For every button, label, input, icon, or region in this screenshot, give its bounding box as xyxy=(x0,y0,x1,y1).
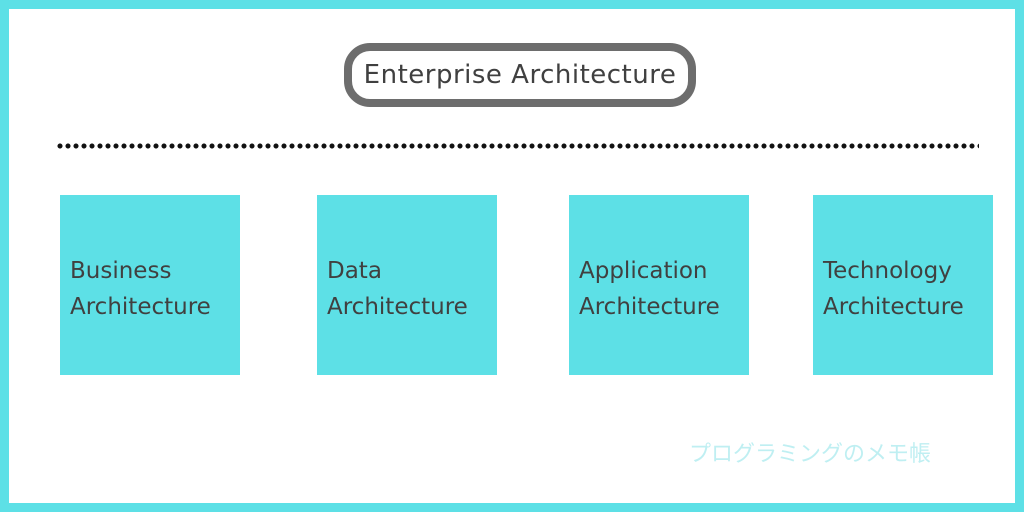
card-label-line1: Technology xyxy=(823,258,952,284)
card-label-line1: Business xyxy=(70,258,172,284)
watermark-text: プログラミングのメモ帳 xyxy=(689,442,932,467)
card-label-line2: Architecture xyxy=(823,294,964,320)
card-label-line2: Architecture xyxy=(70,294,211,320)
card-label-line1: Data xyxy=(327,258,382,284)
business-architecture-box: Business Architecture xyxy=(60,195,240,375)
card-label-line2: Architecture xyxy=(579,294,720,320)
enterprise-architecture-box: Enterprise Architecture xyxy=(344,43,696,107)
dotted-divider xyxy=(57,143,979,149)
technology-architecture-box: Technology Architecture xyxy=(813,195,993,375)
data-architecture-box: Data Architecture xyxy=(317,195,497,375)
diagram-title: Enterprise Architecture xyxy=(363,60,677,90)
application-architecture-box: Application Architecture xyxy=(569,195,749,375)
card-label-line1: Application xyxy=(579,258,708,284)
card-label-line2: Architecture xyxy=(327,294,468,320)
